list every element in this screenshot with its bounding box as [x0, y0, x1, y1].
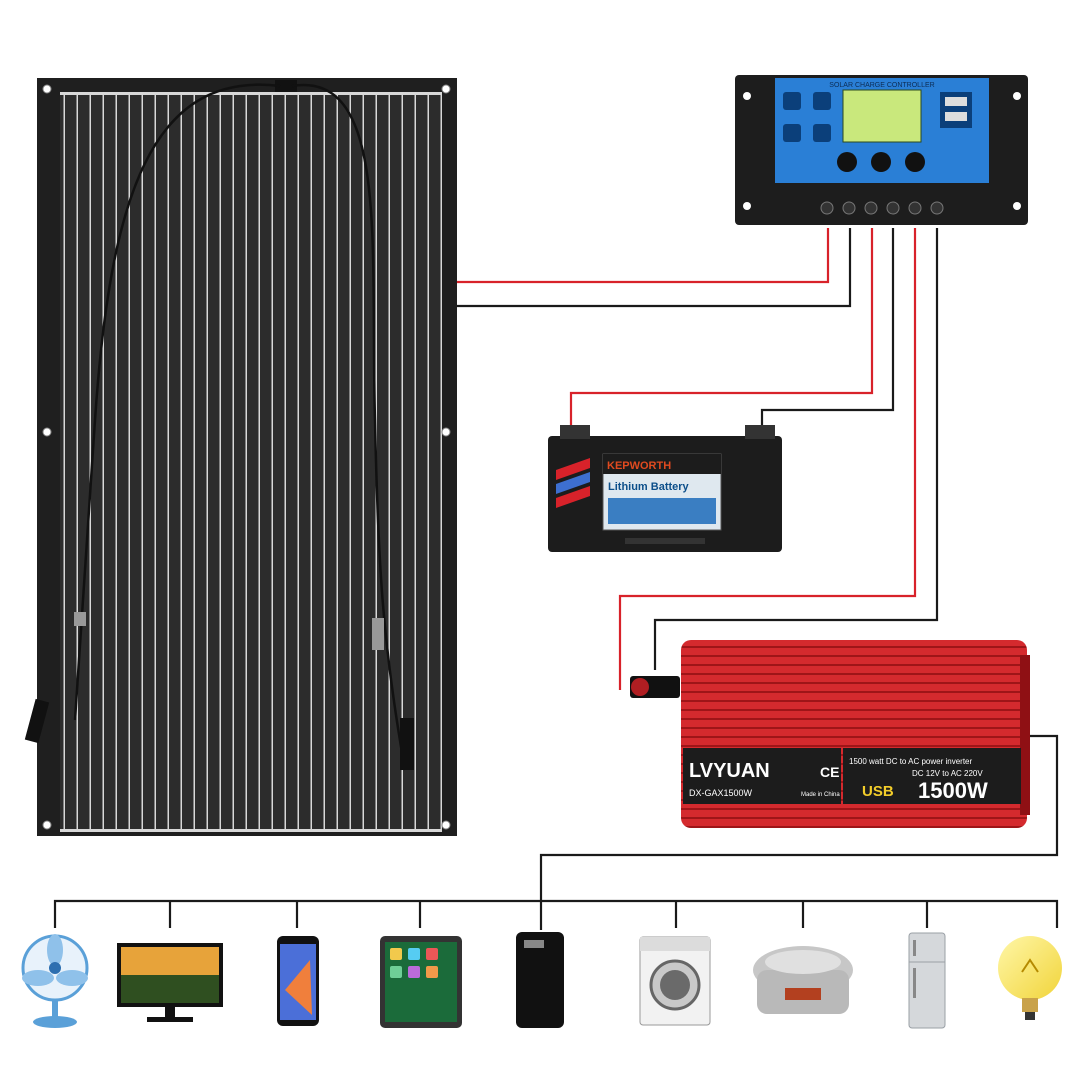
tablet-icon	[380, 936, 462, 1028]
mount-hole	[42, 427, 52, 437]
refrigerator-icon	[908, 932, 946, 1029]
solar-panel	[24, 78, 457, 836]
charge-controller: SOLAR CHARGE CONTROLLER	[735, 75, 1028, 225]
terminal	[864, 201, 878, 215]
up-button[interactable]	[871, 152, 891, 172]
fan-icon	[21, 934, 89, 1028]
mount-hole	[441, 820, 451, 830]
power-bank-icon	[516, 932, 564, 1028]
battery-positive-wire	[569, 228, 874, 428]
terminal	[930, 201, 944, 215]
controller-lcd	[842, 89, 922, 143]
panel-positive-wire	[457, 228, 830, 284]
power-inverter: LVYUAN CE DX-GAX1500W Made in China 1500…	[630, 640, 1030, 828]
load-negative-wire	[653, 228, 939, 670]
terminal	[908, 201, 922, 215]
inverter-model: DX-GAX1500W	[689, 788, 753, 798]
battery-terminal-positive	[560, 425, 590, 439]
lithium-battery: KEPWORTH Lithium Battery	[548, 425, 782, 552]
battery-brand: KEPWORTH	[607, 460, 671, 472]
terminal	[886, 201, 900, 215]
controller-title: SOLAR CHARGE CONTROLLER	[829, 82, 934, 89]
inverter-spec-panel	[843, 748, 1021, 804]
smartphone-icon	[277, 936, 319, 1026]
menu-button[interactable]	[837, 152, 857, 172]
monitor-icon	[117, 943, 223, 1022]
ac-bus-wire	[53, 899, 1059, 928]
battery-terminal-negative	[745, 425, 775, 439]
mc4-connector	[24, 698, 50, 744]
solar-panel-cells	[60, 92, 442, 832]
load-positive-wire	[618, 228, 917, 690]
terminal	[820, 201, 834, 215]
mc4-connector	[400, 718, 414, 770]
mount-hole	[42, 84, 52, 94]
ce-mark: CE	[820, 764, 839, 780]
junction-box	[275, 80, 297, 92]
usb-port-icon	[945, 97, 967, 106]
inverter-power: 1500W	[918, 778, 988, 803]
light-bulb-icon	[998, 936, 1062, 1020]
mount-hole	[42, 820, 52, 830]
wiring	[53, 228, 1059, 930]
ac-output-wire	[539, 734, 1059, 930]
rice-cooker-icon	[753, 946, 853, 1014]
panel-negative-wire	[457, 228, 852, 308]
terminal	[842, 201, 856, 215]
mode-icon	[783, 92, 801, 110]
clock-icon	[783, 124, 801, 142]
panel-cable-left	[73, 83, 281, 721]
inverter-usb-label: USB	[862, 783, 894, 800]
inverter-brand-panel	[683, 748, 841, 804]
usb-port-icon	[945, 112, 967, 121]
settings-icon	[813, 92, 831, 110]
panel-cable-right	[291, 83, 407, 771]
down-button[interactable]	[905, 152, 925, 172]
battery-negative-wire	[760, 228, 895, 428]
inverter-voltage: DC 12V to AC 220V	[912, 769, 983, 778]
mount-hole	[441, 84, 451, 94]
washing-machine-icon	[639, 936, 711, 1026]
inverter-description: 1500 watt DC to AC power inverter	[849, 757, 973, 766]
inverter-brand: LVYUAN	[689, 760, 770, 782]
mount-hole	[441, 427, 451, 437]
lock-icon	[813, 124, 831, 142]
inverter-made-in: Made in China	[801, 792, 840, 798]
battery-type-label: Lithium Battery	[608, 481, 690, 493]
